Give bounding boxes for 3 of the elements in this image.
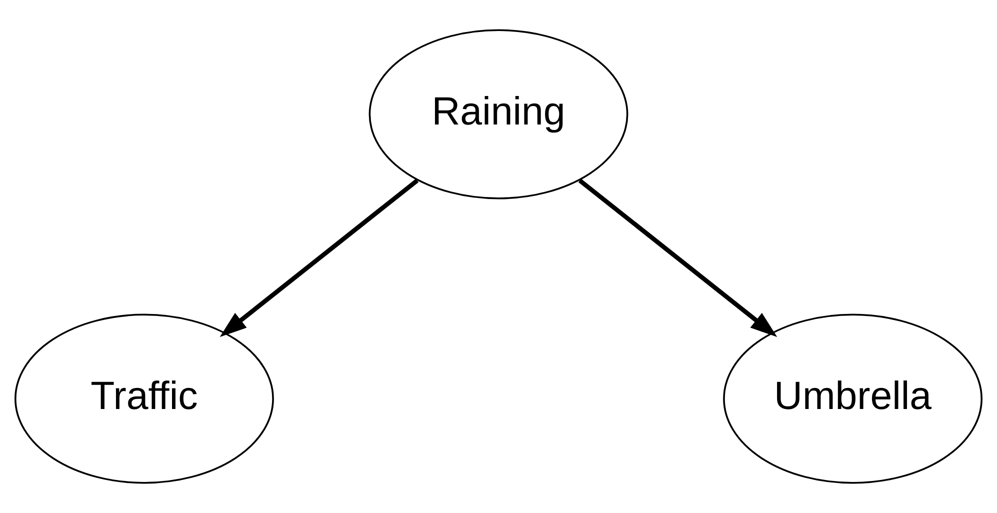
- arrow: [220, 178, 419, 338]
- arrow: [578, 178, 778, 338]
- node-ellipse: Raining: [368, 29, 628, 200]
